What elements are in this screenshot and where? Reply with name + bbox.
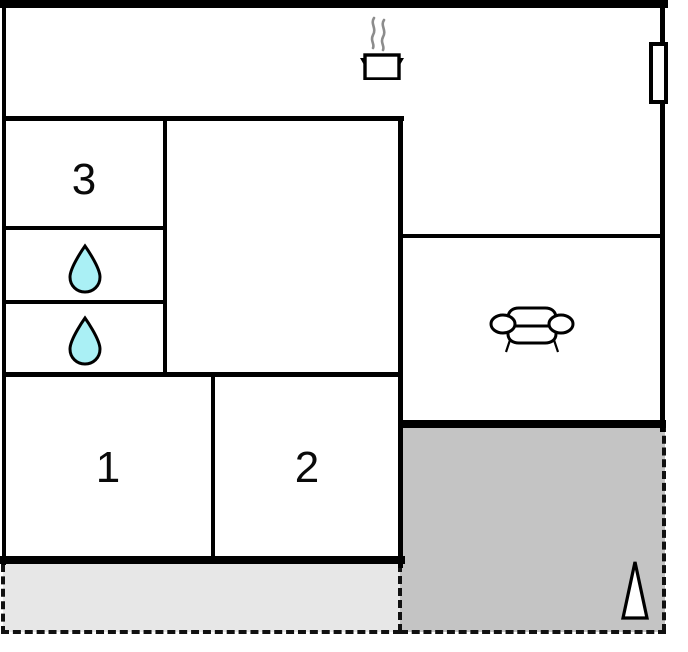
window-icon	[649, 42, 668, 104]
interior-wall-kitchen-bottom	[2, 116, 404, 121]
exterior-wall-left	[2, 0, 6, 565]
room-label-2: 2	[294, 443, 320, 492]
north-arrow-icon	[618, 558, 652, 624]
room-label-3: 3	[71, 155, 97, 204]
interior-wall-left-column	[163, 118, 167, 377]
terrace-bottom-dashed-edge	[400, 630, 666, 634]
room-label-1: 1	[95, 443, 121, 492]
exterior-wall-bottom	[0, 556, 405, 564]
interior-wall-bath-divider	[2, 300, 167, 304]
interior-wall-rooms-top	[2, 372, 402, 377]
interior-wall-right-wing	[400, 234, 663, 238]
sofa-icon	[486, 302, 578, 354]
balcony-left-dashed-edge	[1, 564, 5, 634]
terrace-area	[400, 424, 665, 632]
exterior-wall-right-lower	[660, 102, 665, 432]
water-drop-icon	[66, 315, 104, 367]
interior-wall-room1-room2	[211, 374, 215, 560]
interior-wall-room3-bottom	[2, 226, 167, 230]
cooking-pot-icon	[344, 14, 416, 80]
exterior-wall-right-upper	[660, 0, 665, 44]
interior-wall-center	[398, 116, 403, 562]
water-drop-icon	[66, 243, 104, 295]
terrace-top-wall	[398, 420, 666, 428]
balcony-area	[3, 564, 400, 632]
balcony-bottom-dashed-edge	[1, 630, 401, 634]
terrace-right-dashed-edge	[662, 424, 666, 632]
exterior-wall-top	[0, 0, 668, 8]
balcony-right-dashed-edge	[398, 564, 402, 632]
